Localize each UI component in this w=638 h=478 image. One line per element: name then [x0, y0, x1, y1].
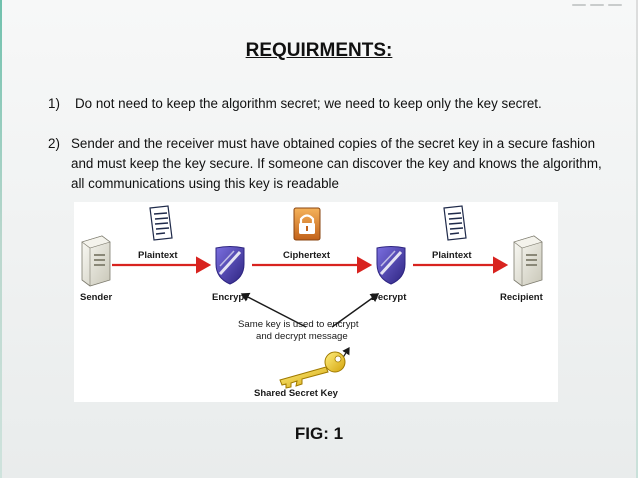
- sender-computer-icon: [81, 235, 111, 287]
- shared-key-icon: [279, 346, 350, 389]
- shared-key-label: Shared Secret Key: [254, 388, 339, 399]
- ciphertext-lock-icon: [293, 207, 321, 241]
- plaintext-document-icon: [443, 205, 467, 241]
- item-number: 1): [48, 96, 60, 111]
- recipient-computer-icon: [513, 235, 543, 287]
- symmetric-encryption-diagram: Plaintext Ciphertext Plaintext Sender En…: [74, 202, 558, 402]
- plaintext-label: Plaintext: [138, 250, 178, 261]
- recipient-label: Recipient: [500, 292, 544, 303]
- decrypt-shield-icon: [376, 246, 406, 285]
- key-arrows: [240, 292, 380, 328]
- slide-title: REQUIRMENTS:: [245, 40, 393, 61]
- left-accent-band: [0, 0, 2, 478]
- item-text: Sender and the receiver must have obtain…: [71, 136, 602, 191]
- sender-label: Sender: [80, 292, 113, 303]
- item-text: Do not need to keep the algorithm secret…: [75, 96, 542, 111]
- ciphertext-label: Ciphertext: [283, 250, 331, 261]
- figure-caption: FIG: 1: [294, 424, 344, 443]
- decrypt-label: Decrypt: [371, 292, 407, 303]
- plaintext-document-icon: [149, 205, 173, 241]
- key-note-line-2: and decrypt message: [256, 331, 348, 342]
- encrypt-label: Encrypt: [212, 292, 248, 303]
- right-accent-band: [636, 0, 638, 478]
- item-number: 2): [48, 136, 60, 151]
- plaintext-label: Plaintext: [432, 250, 472, 261]
- key-note-line-1: Same key is used to encrypt: [238, 319, 359, 330]
- top-decoration: [572, 2, 632, 8]
- encrypt-shield-icon: [215, 246, 245, 285]
